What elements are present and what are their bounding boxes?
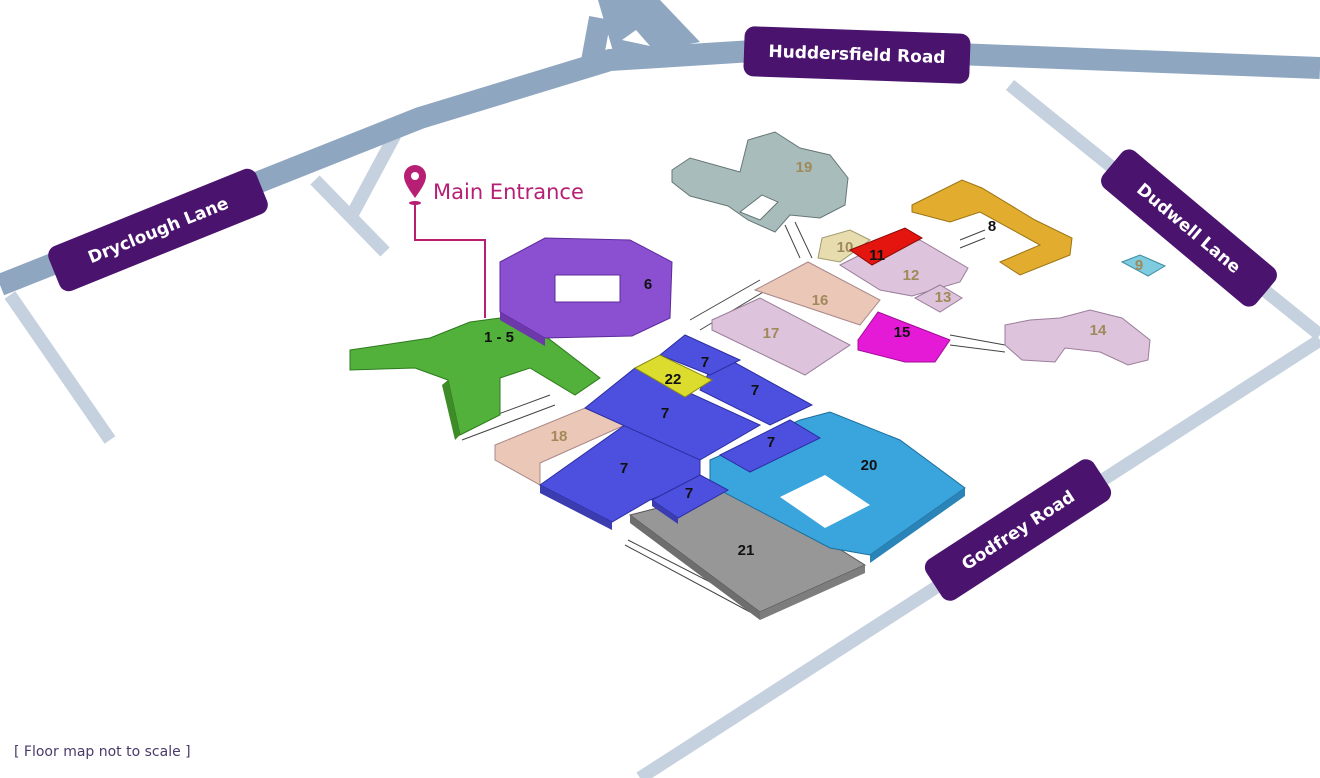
main-entrance-label: Main Entrance: [433, 180, 584, 204]
building-label-18: 18: [551, 428, 568, 445]
building-9[interactable]: 9: [1120, 254, 1167, 277]
building-7-lower[interactable]: 7: [651, 474, 730, 524]
building-label-9: 9: [1135, 257, 1143, 274]
building-label-13: 13: [935, 289, 952, 306]
building-13[interactable]: 13: [913, 284, 963, 313]
building-label-14: 14: [1090, 322, 1107, 339]
building-label-10: 10: [837, 239, 854, 256]
location-pin-icon: [404, 165, 426, 198]
building-label-7b: 7: [685, 485, 693, 502]
building-label-6: 6: [644, 276, 652, 293]
junction-island: [622, 30, 650, 46]
building-label-19: 19: [796, 159, 813, 176]
road-label-dryclough: Dryclough Lane: [48, 168, 268, 292]
building-label-21: 21: [738, 542, 755, 559]
building-label-7c: 7: [661, 405, 669, 422]
building-label-7a: 7: [620, 460, 628, 477]
building-label-7e: 7: [751, 382, 759, 399]
building-6[interactable]: 6: [499, 237, 673, 346]
main-roads: [0, 15, 1320, 296]
road-label-dudwell: Dudwell Lane: [1101, 149, 1277, 307]
building-17[interactable]: 17: [711, 297, 851, 376]
road-label-huddersfield: Huddersfield Road: [743, 26, 971, 84]
building-label-1-5: 1 - 5: [484, 329, 514, 346]
building-11[interactable]: 11: [848, 227, 924, 266]
building-label-7f: 7: [701, 354, 709, 371]
building-label-11: 11: [869, 247, 885, 264]
building-7-top[interactable]: 7: [659, 334, 742, 376]
building-label-17: 17: [763, 325, 780, 342]
road-junction: [598, 0, 700, 58]
building-22[interactable]: 22: [633, 354, 714, 398]
building-8[interactable]: 8: [911, 179, 1073, 276]
building-label-16: 16: [812, 292, 829, 309]
building-label-15: 15: [894, 324, 911, 341]
building-7-center[interactable]: 7: [584, 367, 762, 461]
building-10[interactable]: 10: [817, 229, 871, 263]
building-label-22: 22: [665, 371, 682, 388]
building-16[interactable]: 16: [753, 261, 881, 326]
building-label-20: 20: [861, 457, 878, 474]
main-entrance-marker[interactable]: Main Entrance: [404, 165, 584, 318]
scale-note: [ Floor map not to scale ]: [14, 744, 191, 760]
entrance-connector: [414, 204, 486, 318]
building-18[interactable]: 18: [494, 407, 627, 486]
building-label-12: 12: [903, 267, 920, 284]
building-7-mid-right[interactable]: 7: [718, 419, 822, 473]
building-label-7d: 7: [767, 434, 775, 451]
building-19[interactable]: 19: [671, 131, 849, 233]
building-15[interactable]: 15: [857, 311, 951, 363]
building-1-5[interactable]: 1 - 5: [349, 317, 601, 440]
building-label-8: 8: [988, 218, 996, 235]
building-14[interactable]: 14: [1004, 309, 1151, 366]
